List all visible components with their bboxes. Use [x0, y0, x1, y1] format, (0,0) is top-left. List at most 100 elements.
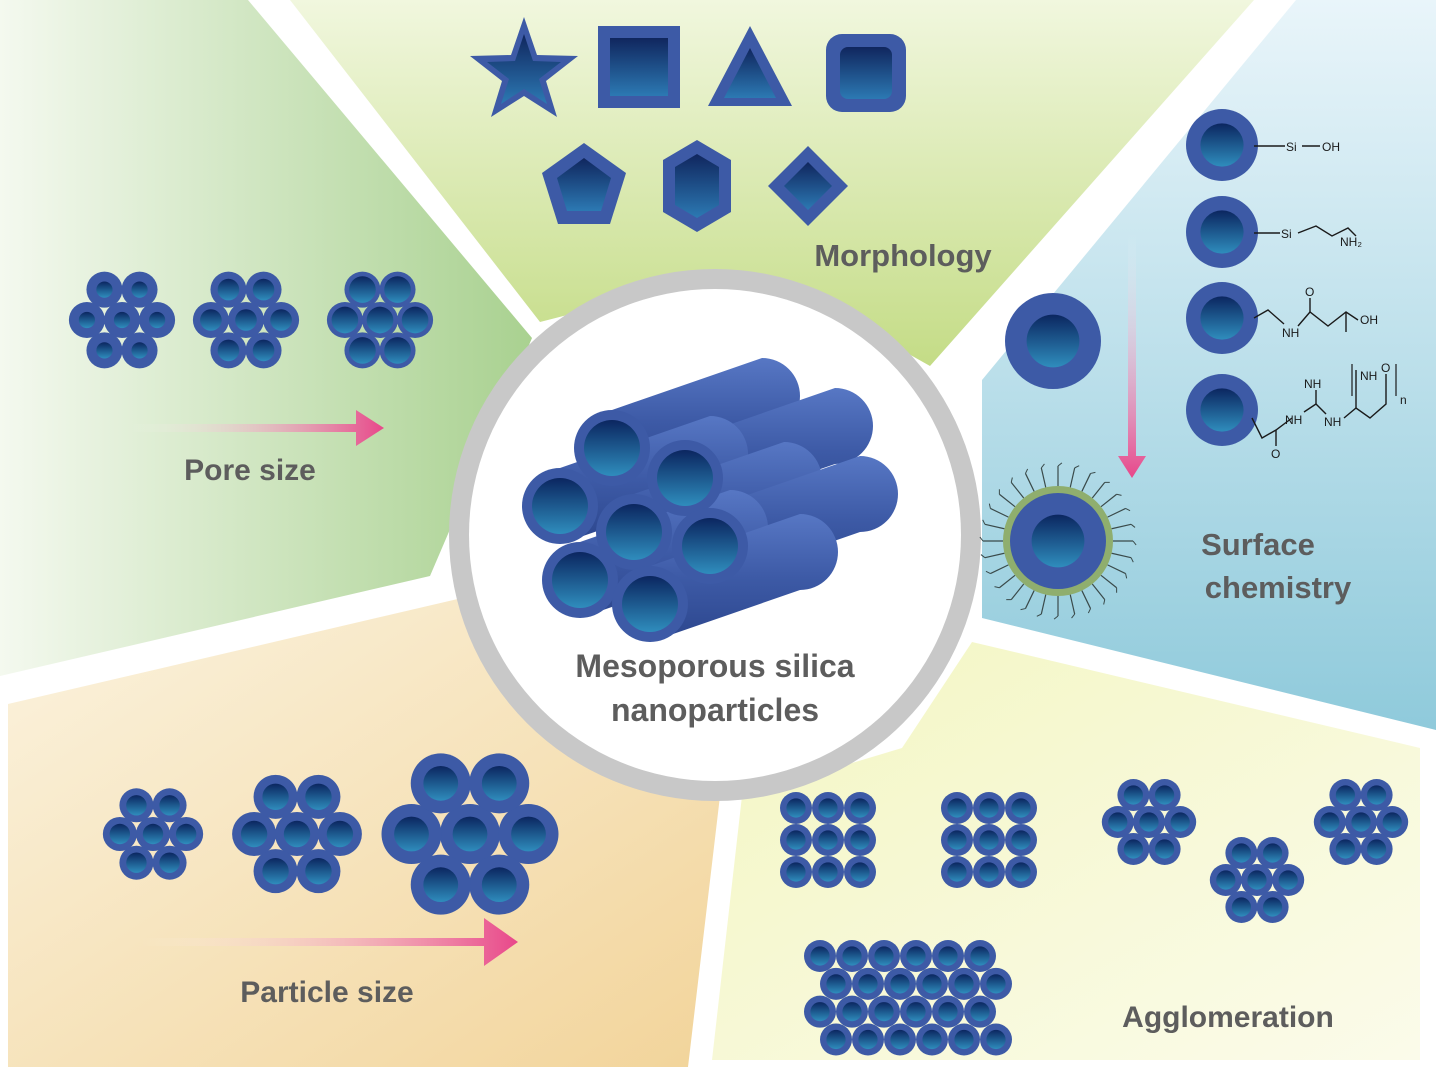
star-shape-icon [470, 17, 578, 117]
silica-particle [263, 302, 300, 338]
silica-channel [522, 468, 598, 544]
silica-particle [68, 302, 105, 338]
silica-particle [1005, 792, 1037, 824]
silica-particle [253, 774, 298, 819]
silica-particle [210, 271, 247, 308]
silica-particle [812, 856, 844, 888]
silica-particle [941, 792, 973, 824]
silica-particle [253, 849, 298, 894]
silica-particle [192, 302, 229, 338]
silica-particle [1345, 806, 1377, 838]
silica-particle [980, 967, 1012, 1000]
silica-particle [121, 332, 158, 369]
square-shape-icon [598, 26, 680, 108]
poly-nh-top-label: NH [1360, 369, 1377, 383]
silica-particle [1256, 891, 1289, 924]
silica-particle [1225, 836, 1258, 869]
silica-particle [900, 940, 932, 972]
silica-particle [296, 849, 341, 894]
silica-particle [1272, 864, 1305, 896]
silica-particle [1360, 833, 1393, 866]
silica-particle [86, 332, 123, 369]
silica-particle [498, 804, 559, 864]
acid-nh-label: NH [1282, 326, 1299, 340]
silica-particle [964, 995, 996, 1028]
silica-particle [844, 824, 876, 856]
silica-particle [210, 332, 247, 369]
amine-si-label: Si [1281, 227, 1292, 241]
silanol-si-label: Si [1286, 140, 1297, 154]
silica-particle [868, 995, 900, 1028]
pore-size-label: Pore size [184, 454, 316, 487]
surface-chemistry-structures: Si OH Si NH₂ NH O OH O NH NH NH NH O n [1251, 140, 1407, 461]
silica-particle [836, 940, 868, 972]
silica-particle [973, 856, 1005, 888]
poly-o-bottom-label: O [1271, 447, 1280, 461]
silica-particle [86, 271, 123, 308]
silica-particle [973, 824, 1005, 856]
poly-o-top-label: O [1381, 361, 1390, 375]
amine-particle [1186, 196, 1258, 268]
triangle-shape-icon [708, 26, 792, 106]
silica-particle [379, 332, 416, 369]
silica-channel [596, 494, 672, 570]
silica-particle [317, 812, 362, 856]
silica-particle [1148, 778, 1181, 811]
silica-particle [916, 1023, 948, 1056]
acid-o-label: O [1305, 285, 1314, 299]
pore-size-clusters [68, 271, 434, 369]
silica-particle [1101, 806, 1134, 838]
silica-particle [469, 753, 530, 814]
silica-particle [152, 845, 187, 880]
silica-particle [344, 332, 381, 369]
silica-particle [362, 302, 398, 338]
silica-particle [812, 792, 844, 824]
silica-particle [1256, 836, 1289, 869]
silica-particle [941, 856, 973, 888]
coated-core-particle [1010, 493, 1106, 589]
silica-particle [884, 967, 916, 1000]
poly-n-label: n [1400, 393, 1407, 407]
silica-particle [440, 804, 500, 864]
agglomeration-label: Agglomeration [1122, 1001, 1334, 1034]
diamond-shape-icon [768, 146, 848, 226]
silica-particle [119, 788, 154, 823]
silica-particle [1164, 806, 1197, 838]
silica-particle [820, 967, 852, 1000]
silica-particle [844, 792, 876, 824]
silica-particle [948, 1023, 980, 1056]
silica-particle [1148, 833, 1181, 866]
poly-nh-c-label: NH [1324, 415, 1341, 429]
silica-particle [245, 332, 282, 369]
silica-particle [296, 774, 341, 819]
particle-size-label: Particle size [240, 976, 413, 1009]
surface-particles [1005, 109, 1258, 446]
center-label-line1: Mesoporous silica [575, 648, 854, 684]
silica-particle [344, 271, 381, 308]
silica-channel [542, 542, 618, 618]
silica-particle [1329, 833, 1362, 866]
silica-particle [1241, 864, 1273, 896]
amine-nh2-label: NH₂ [1340, 235, 1362, 249]
silica-particle [780, 792, 812, 824]
silanol-oh-label: OH [1322, 140, 1340, 154]
silica-particle [121, 271, 158, 308]
silica-particle [326, 302, 363, 338]
surface-arrow [1118, 232, 1146, 478]
silica-particle [804, 995, 836, 1028]
poly-nh-b-label: NH [1304, 377, 1321, 391]
silica-particle [780, 824, 812, 856]
silica-particle [916, 967, 948, 1000]
silica-particle [932, 940, 964, 972]
silica-particle [852, 967, 884, 1000]
silica-particle [780, 856, 812, 888]
silica-particle [379, 271, 416, 308]
silica-particle [1360, 778, 1393, 811]
silica-particle [804, 940, 836, 972]
silica-particle [169, 817, 204, 851]
silica-particle [410, 753, 471, 814]
silica-particle [228, 302, 264, 338]
silica-particle [852, 1023, 884, 1056]
silica-particle [104, 302, 140, 338]
silica-particle [1209, 864, 1242, 896]
